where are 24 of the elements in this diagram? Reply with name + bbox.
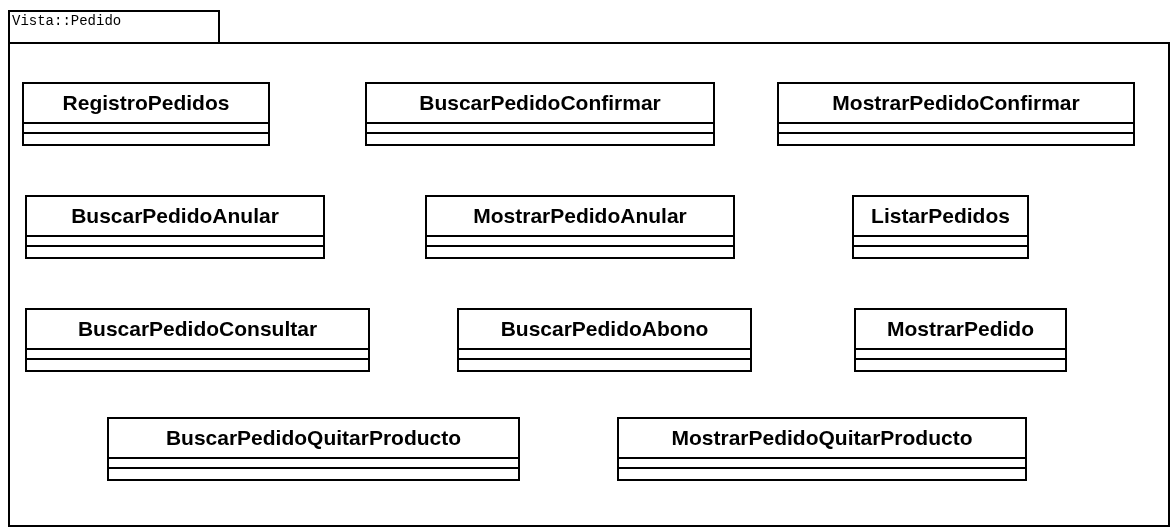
class-box	[365, 82, 715, 146]
class-name: BuscarPedidoConsultar	[77, 317, 318, 341]
class-name: ListarPedidos	[871, 204, 1010, 228]
class-name: BuscarPedidoQuitarProducto	[165, 426, 462, 450]
class-box	[852, 195, 1029, 259]
class-name: BuscarPedidoAbono	[500, 317, 709, 341]
class-name: MostrarPedidoQuitarProducto	[671, 426, 973, 450]
package-name: Vista::Pedido	[12, 13, 122, 29]
class-box	[22, 82, 270, 146]
class-name: BuscarPedidoConfirmar	[419, 91, 661, 115]
class-box	[854, 308, 1067, 372]
class-name: MostrarPedidoAnular	[473, 204, 687, 228]
class-name: MostrarPedidoConfirmar	[832, 91, 1080, 115]
class-box	[107, 417, 520, 481]
class-box	[457, 308, 752, 372]
class-box	[25, 308, 370, 372]
package-frame	[8, 10, 1170, 527]
class-box	[777, 82, 1135, 146]
class-box	[425, 195, 735, 259]
class-box	[25, 195, 325, 259]
class-name: RegistroPedidos	[62, 91, 230, 115]
class-name: BuscarPedidoAnular	[71, 204, 279, 228]
class-name: MostrarPedido	[887, 317, 1034, 341]
class-box	[617, 417, 1027, 481]
